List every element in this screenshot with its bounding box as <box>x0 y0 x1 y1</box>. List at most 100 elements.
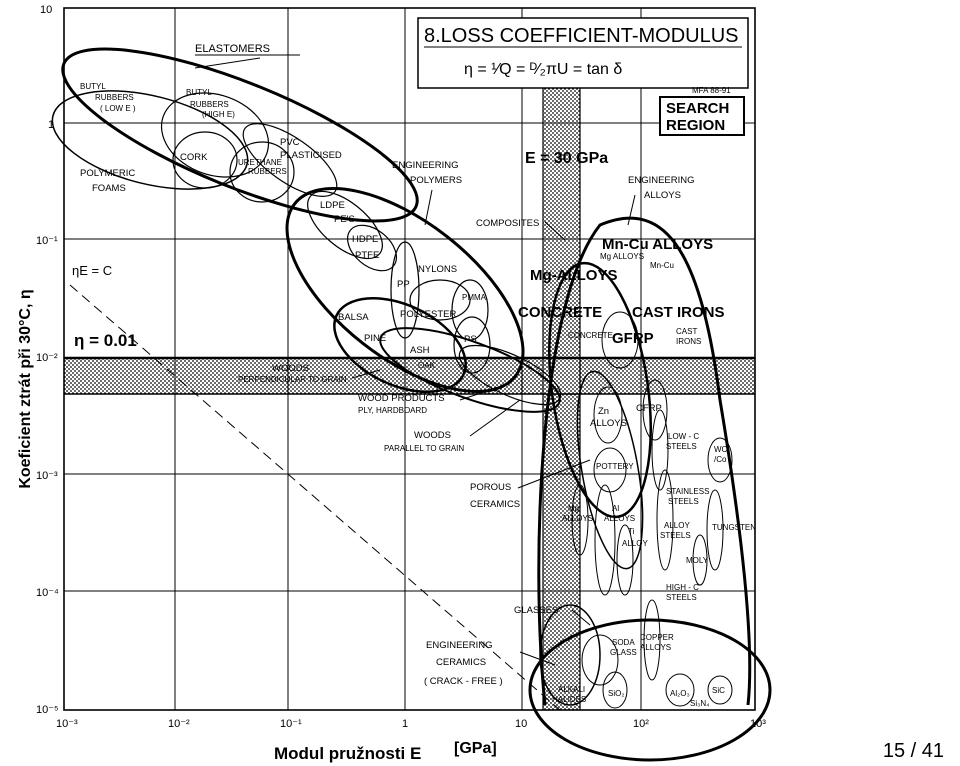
svg-text:Mg: Mg <box>568 504 579 513</box>
svg-text:POTTERY: POTTERY <box>596 462 634 471</box>
glasses-envelope <box>539 604 601 706</box>
svg-text:CFRP: CFRP <box>636 403 662 414</box>
svg-text:CERAMICS: CERAMICS <box>470 499 520 510</box>
svg-text:PMMA: PMMA <box>462 293 487 302</box>
stainless-bubble <box>656 469 674 571</box>
cork-bubble <box>172 131 238 189</box>
svg-text:SiO₂: SiO₂ <box>608 689 624 698</box>
svg-text:( CRACK - FREE ): ( CRACK - FREE ) <box>424 676 503 687</box>
porous-ceramics-bubble <box>576 370 644 570</box>
svg-text:10: 10 <box>515 718 527 730</box>
svg-text:PLASTICISED: PLASTICISED <box>280 150 342 161</box>
sio2-bubble <box>602 671 628 709</box>
svg-text:IRONS: IRONS <box>676 337 701 346</box>
search-region-box <box>659 96 745 136</box>
sic-bubble <box>707 675 733 705</box>
engineering-alloys-envelope <box>537 216 752 706</box>
svg-text:Mg-ALLOYS: Mg-ALLOYS <box>530 267 618 284</box>
urethane-bubble <box>229 141 295 203</box>
svg-text:LOW - C: LOW - C <box>668 432 699 441</box>
svg-text:OAK: OAK <box>418 361 436 370</box>
svg-text:FOAMS: FOAMS <box>92 183 126 194</box>
svg-text:TUNGSTEN: TUNGSTEN <box>712 523 756 532</box>
svg-text:ALLOY: ALLOY <box>622 539 648 548</box>
svg-text:WOOD PRODUCTS: WOOD PRODUCTS <box>358 393 445 404</box>
engineering-polymers-envelope <box>285 187 525 393</box>
svg-text:PARALLEL TO GRAIN: PARALLEL TO GRAIN <box>384 444 464 453</box>
svg-text:CONCRETE: CONCRETE <box>518 304 602 321</box>
page-number: 15 / 41 <box>882 740 944 762</box>
svg-text:10⁻²: 10⁻² <box>168 718 190 730</box>
svg-text:WOODS: WOODS <box>272 363 309 374</box>
svg-text:ALLOYS: ALLOYS <box>604 514 635 523</box>
svg-text:Mg ALLOYS: Mg ALLOYS <box>600 252 644 261</box>
svg-text:SiC: SiC <box>712 686 725 695</box>
svg-text:CAST: CAST <box>676 327 697 336</box>
svg-text:STAINLESS: STAINLESS <box>666 487 709 496</box>
ps-bubble <box>453 316 491 374</box>
svg-text:HIGH - C: HIGH - C <box>666 583 699 592</box>
svg-text:Zn: Zn <box>598 406 609 417</box>
svg-text:STEELS: STEELS <box>660 531 691 540</box>
butyl-high-bubble <box>160 92 270 178</box>
svg-text:STEELS: STEELS <box>666 593 697 602</box>
copper-bubble <box>643 599 661 681</box>
svg-text:WOODS: WOODS <box>414 430 451 441</box>
svg-text:HDPE: HDPE <box>352 234 378 245</box>
svg-text:10⁻²: 10⁻² <box>36 352 58 364</box>
svg-text:10⁻³: 10⁻³ <box>36 470 58 482</box>
x-axis-label: Modul pružnosti E <box>274 744 422 763</box>
svg-text:PLY, HARDBOARD: PLY, HARDBOARD <box>358 406 427 415</box>
etaE-guide-line <box>69 284 561 711</box>
svg-text:CONCRETE: CONCRETE <box>568 331 613 340</box>
svg-text:CORK: CORK <box>180 152 208 163</box>
eta-label: η = 0.01 <box>74 331 137 350</box>
x-tick-labels: 10⁻³ 10⁻² 10⁻¹ 1 10 10² 10³ <box>56 718 766 730</box>
svg-text:COPPER: COPPER <box>640 633 674 642</box>
svg-text:10⁻⁵: 10⁻⁵ <box>36 704 59 716</box>
svg-text:CAST IRONS: CAST IRONS <box>632 304 725 321</box>
svg-text:RUBBERS: RUBBERS <box>248 167 287 176</box>
pp-bubble <box>390 241 420 339</box>
svg-text:WC: WC <box>714 445 728 454</box>
cfrp-bubble <box>642 379 668 441</box>
engineering-ceramics-envelope <box>528 618 772 762</box>
hdpe-bubble <box>347 224 397 272</box>
pe-bubble <box>307 190 383 260</box>
svg-text:CERAMICS: CERAMICS <box>436 657 486 668</box>
wc-bubble <box>707 437 733 483</box>
svg-text:1: 1 <box>48 119 54 131</box>
pvc-bubble <box>242 123 338 197</box>
svg-text:LDPE: LDPE <box>320 200 345 211</box>
pmma-bubble <box>451 279 489 341</box>
svg-text:BUTYL: BUTYL <box>186 88 212 97</box>
family-labels: ELASTOMERS POLYMERIC FOAMS ENGINEERING P… <box>80 43 695 687</box>
svg-text:ALLOYS: ALLOYS <box>640 643 671 652</box>
title-box <box>417 17 749 89</box>
chart-title: 8.LOSS COEFFICIENT-MODULUS <box>424 25 739 47</box>
svg-text:POROUS: POROUS <box>470 482 511 493</box>
svg-text:ELASTOMERS: ELASTOMERS <box>195 43 270 55</box>
svg-text:Si₃N₄: Si₃N₄ <box>690 699 709 708</box>
svg-text:Al₂O₃: Al₂O₃ <box>670 689 690 698</box>
svg-text:RUBBERS: RUBBERS <box>95 93 134 102</box>
svg-text:ENGINEERING: ENGINEERING <box>392 160 459 171</box>
svg-text:PE'S: PE'S <box>334 214 355 225</box>
zn-bubble <box>593 386 623 444</box>
svg-text:NYLONS: NYLONS <box>418 264 457 275</box>
search-region-line1: SEARCH <box>666 100 729 117</box>
search-band-horizontal <box>64 358 755 394</box>
material-labels: BUTYL RUBBERS ( LOW E ) BUTYL RUBBERS (H… <box>80 82 756 708</box>
svg-text:ALKALI: ALKALI <box>558 685 585 694</box>
svg-text:10⁻⁴: 10⁻⁴ <box>36 587 59 599</box>
x-axis-unit: [GPa] <box>454 740 497 757</box>
svg-text:Mn-Cu: Mn-Cu <box>650 261 674 270</box>
al2o3-bubble <box>665 673 695 707</box>
svg-text:PINE: PINE <box>364 333 386 344</box>
envelopes <box>51 47 772 762</box>
svg-text:10²: 10² <box>633 718 649 730</box>
elastomers-envelope <box>61 47 419 223</box>
svg-text:GFRP: GFRP <box>612 330 654 347</box>
svg-text:BUTYL: BUTYL <box>80 82 106 91</box>
